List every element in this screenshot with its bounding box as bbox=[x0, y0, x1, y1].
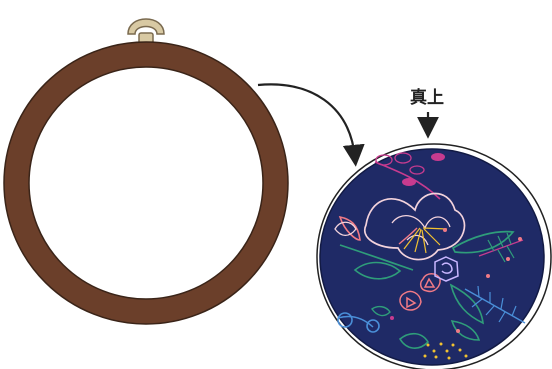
wooden-embroidery-hoop-icon bbox=[4, 42, 288, 324]
floral-embroidery-icon bbox=[317, 144, 551, 369]
hoop-hanger-icon bbox=[128, 19, 164, 45]
top-direction-label: 真上 bbox=[394, 88, 460, 108]
